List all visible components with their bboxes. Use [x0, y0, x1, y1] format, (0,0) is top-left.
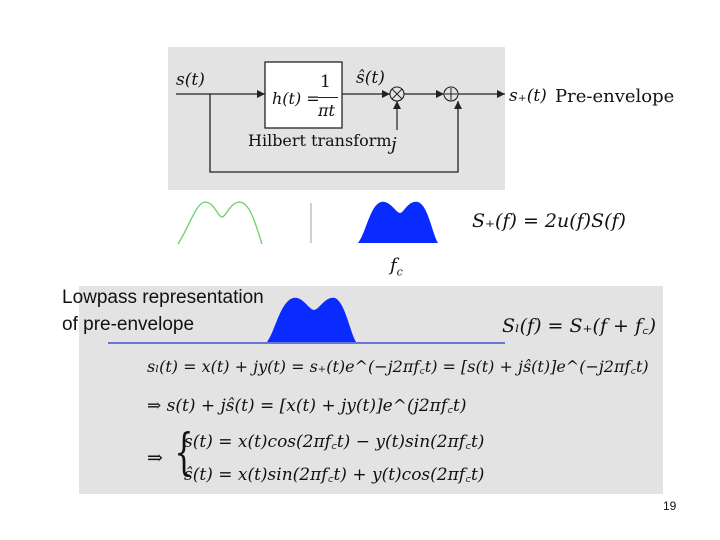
lowpass-spectrum-shape — [267, 297, 356, 342]
pre-envelope-label: s₊(t) — [509, 86, 547, 106]
input-arrow — [257, 90, 265, 98]
hilbert-output-label: ŝ(t) — [356, 68, 385, 88]
quadrature-equation: ŝ(t) = x(t)sin(2πf꜀t) + y(t)cos(2πf꜀t) — [184, 465, 485, 485]
filter-fraction-bar — [318, 97, 338, 98]
lowpass-panel — [79, 286, 663, 494]
spectra-row — [177, 201, 438, 245]
complex-envelope-equation: sₗ(t) = x(t) + jy(t) = s₊(t)e^(−j2πf꜀t) … — [147, 357, 649, 376]
lowpass-title-line1: Lowpass representation — [62, 287, 264, 308]
fc-label: fc — [390, 255, 403, 279]
filter-box — [264, 61, 343, 129]
lowpass-title-line2: of pre-envelope — [62, 314, 195, 335]
filter-fraction-num: 1 — [320, 72, 331, 92]
slide-number: 19 — [663, 499, 677, 513]
system-brace: { — [174, 423, 194, 481]
inphase-equation: s(t) = x(t)cos(2πf꜀t) − y(t)sin(2πf꜀t) — [184, 432, 485, 452]
lowpass-spectrum — [108, 297, 505, 344]
plus-spectrum-equation: S₊(f) = 2u(f)S(f) — [472, 210, 626, 232]
filter-lhs: h(t) = — [272, 89, 320, 108]
j-label: j — [391, 134, 397, 155]
hilbert-transform-caption: Hilbert transform — [248, 131, 392, 150]
implies-symbol: ⇒ — [147, 447, 163, 469]
lowpass-spectrum-equation: Sₗ(f) = S₊(f + f꜀) — [502, 315, 656, 337]
plus-spectrum-shape — [358, 201, 438, 243]
block-diagram-lines — [176, 61, 505, 173]
filter-fraction-den: πt — [318, 101, 335, 120]
bypass-wire — [209, 94, 459, 173]
baseband-spectrum-curve — [177, 201, 263, 245]
pre-envelope-desc: Pre-envelope — [555, 86, 675, 107]
pre-envelope-relation-equation: ⇒ s(t) + jŝ(t) = [x(t) + jy(t)]e^(j2πf꜀t… — [147, 396, 467, 416]
input-label: s(t) — [176, 70, 205, 90]
